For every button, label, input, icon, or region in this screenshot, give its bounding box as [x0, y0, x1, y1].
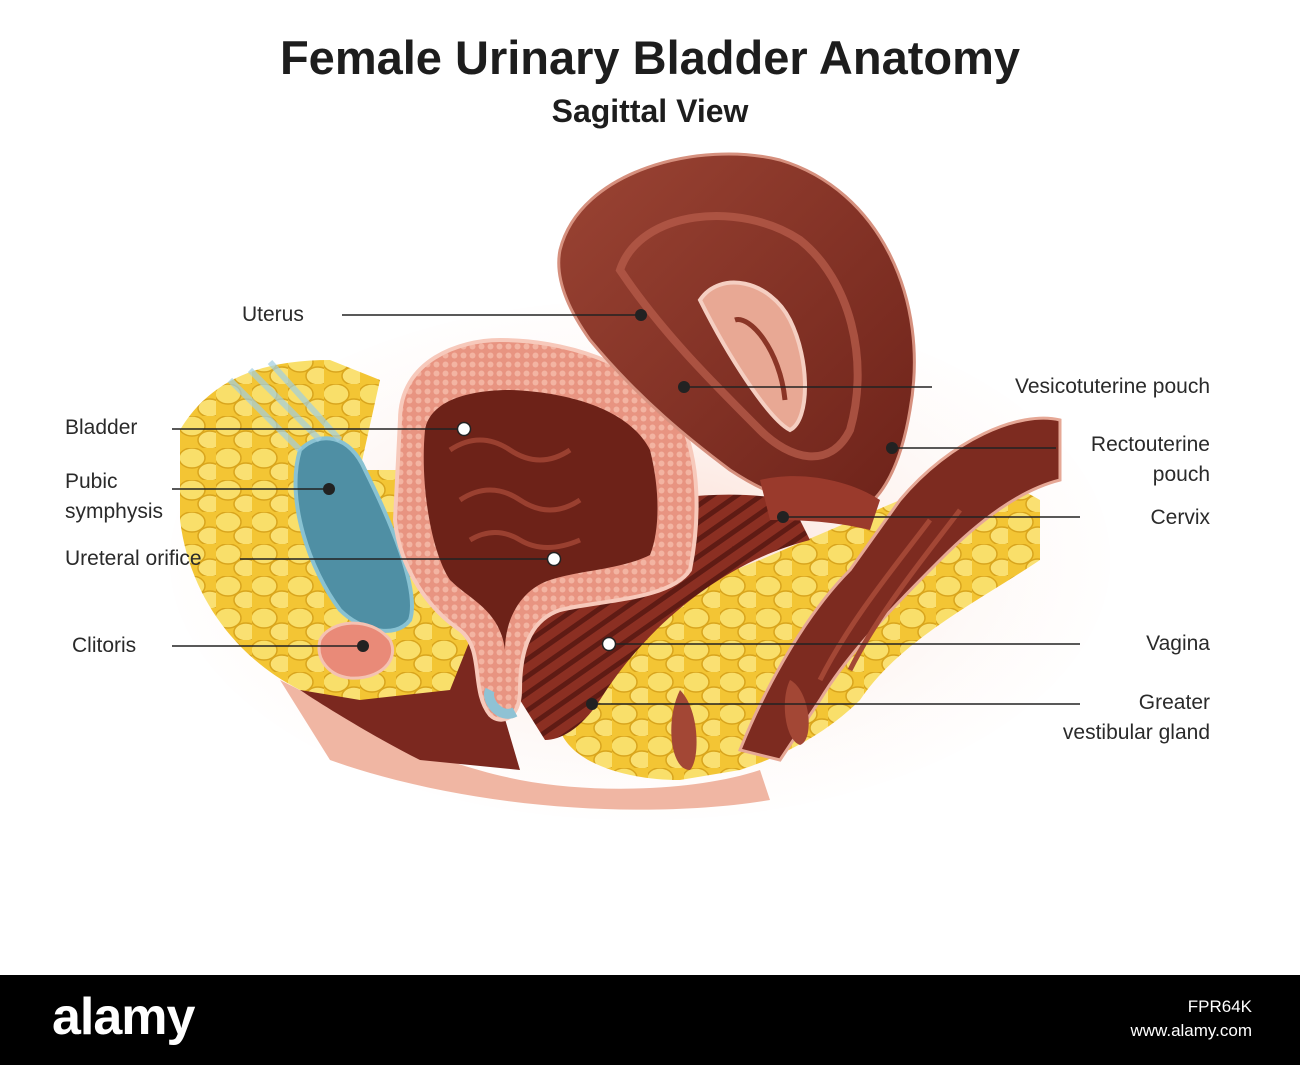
dot-vagina [601, 636, 617, 652]
dot-uterus [635, 309, 647, 321]
bladder-lumen [423, 390, 658, 650]
endometrium [697, 280, 807, 433]
label-pubic-symphysis: Pubic symphysis [65, 470, 164, 523]
anal-sphincter [784, 680, 809, 745]
dot-pubic-symphysis [323, 483, 335, 495]
image-id-text: FPR64K [1187, 997, 1252, 1016]
figure-subtitle: Sagittal View [551, 93, 749, 129]
label-uterus: Uterus [242, 303, 304, 326]
figure-title: Female Urinary Bladder Anatomy [279, 31, 1021, 84]
label-rectouterine-pouch: Rectouterine pouch [1090, 433, 1210, 486]
bladder-trabeculae [448, 437, 582, 550]
dot-vesicouterine-pouch [678, 381, 690, 393]
clitoris-shape [317, 621, 394, 680]
label-greater-vestibular-gland: Greater vestibular gland [1062, 691, 1210, 744]
rectal-folds [817, 508, 962, 682]
site-url-text: www.alamy.com [1130, 1021, 1252, 1040]
label-ureteral-orifice: Ureteral orifice [65, 547, 202, 570]
myometrium-layer [615, 212, 862, 461]
label-bladder: Bladder [65, 416, 138, 439]
dot-bladder [456, 421, 472, 437]
perineum-skin [280, 680, 770, 810]
label-clitoris: Clitoris [72, 634, 137, 657]
pointer-dots [323, 309, 898, 710]
urethra [484, 687, 518, 719]
dot-cervix [777, 511, 789, 523]
sagittal-section-illustration [170, 152, 1110, 820]
leader-lines [172, 314, 1080, 705]
label-cervix: Cervix [1150, 506, 1210, 529]
dot-greater-vestibular-gland [586, 698, 598, 710]
label-vesicouterine-pouch: Vesicotuterine pouch [1015, 375, 1210, 398]
watermark-banner: alamy FPR64K www.alamy.com [0, 975, 1300, 1065]
dot-rectouterine-pouch [886, 442, 898, 454]
anatomy-figure: Female Urinary Bladder Anatomy Sagittal … [65, 31, 1210, 820]
label-vagina: Vagina [1146, 632, 1210, 655]
anal-canal [671, 690, 697, 770]
uterine-cavity [734, 317, 788, 401]
dot-ureteral-orifice [546, 551, 562, 567]
dot-clitoris [357, 640, 369, 652]
alamy-logo: alamy [52, 988, 195, 1046]
